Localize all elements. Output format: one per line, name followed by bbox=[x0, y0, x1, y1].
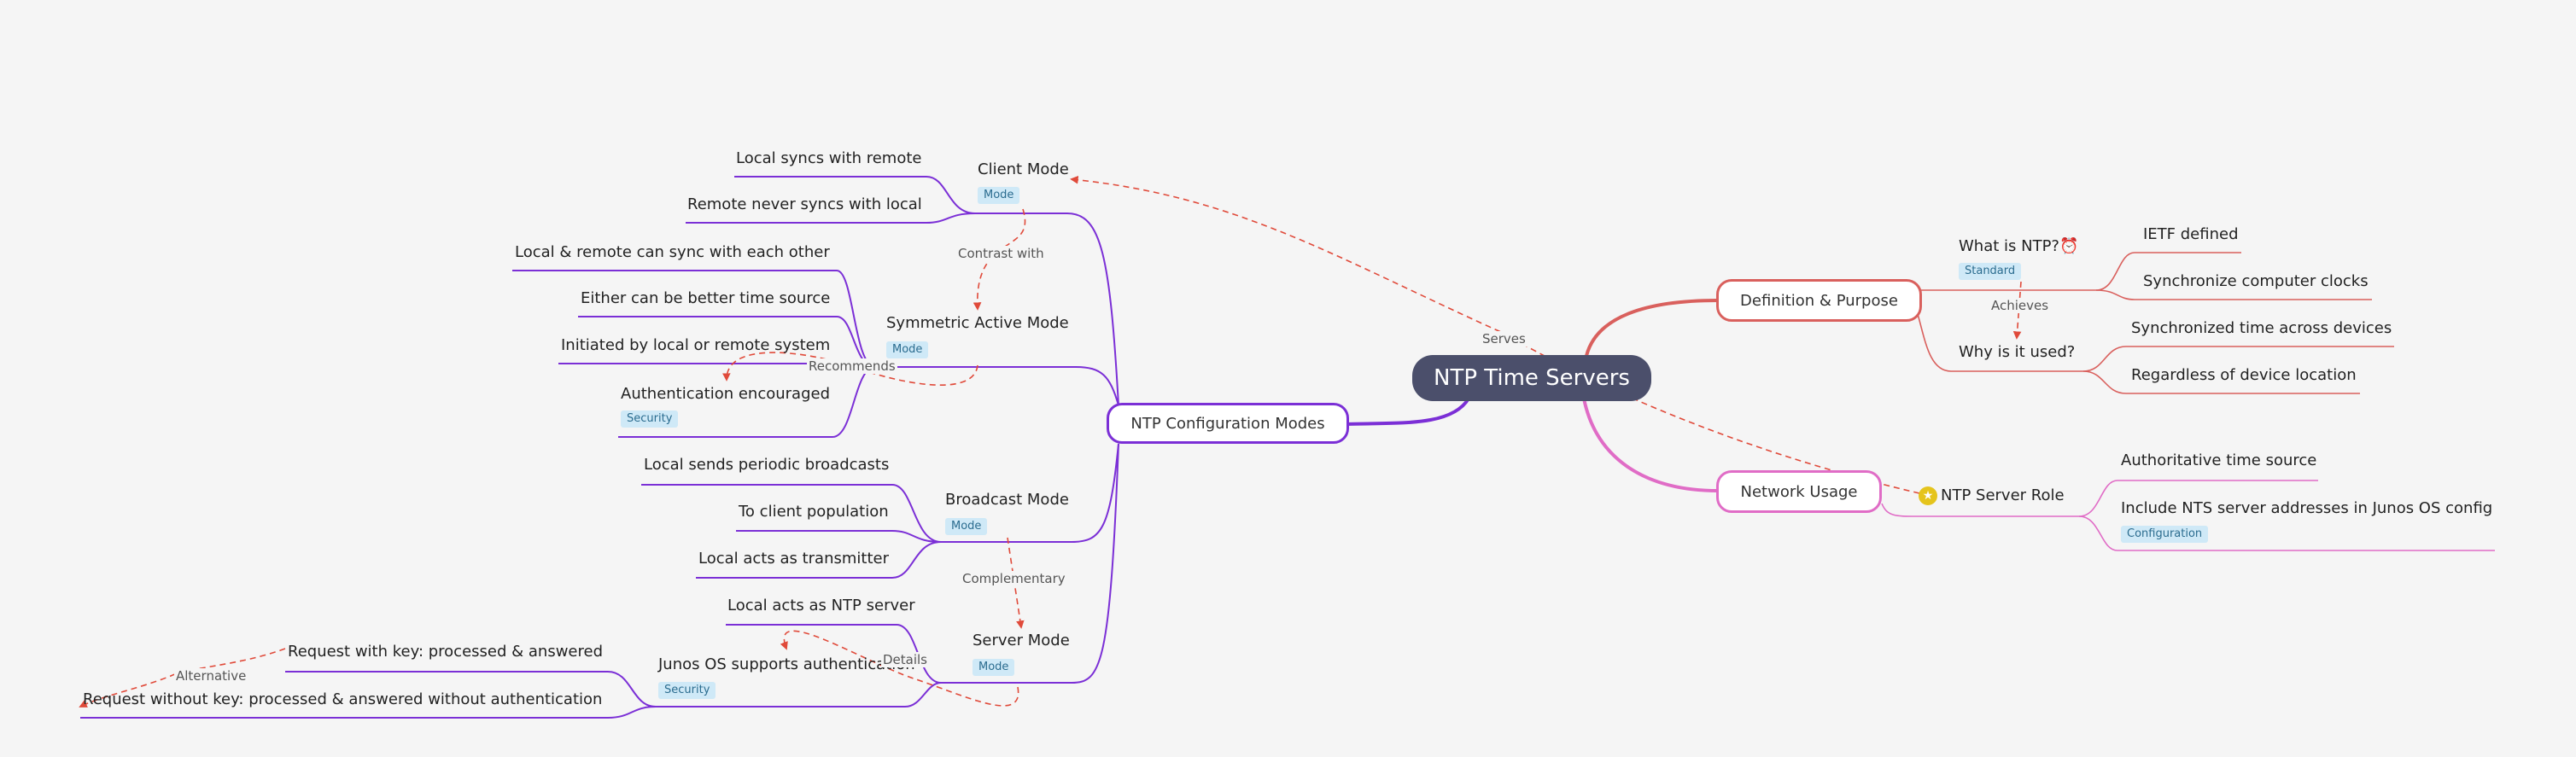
authentication-node[interactable]: Authentication encouraged bbox=[621, 385, 831, 403]
symmetric-child-2[interactable]: Either can be better time source bbox=[581, 289, 831, 307]
network-usage-node[interactable]: Network Usage bbox=[1716, 470, 1882, 513]
relation-alternative: Alternative bbox=[174, 668, 248, 684]
relation-recommends: Recommends bbox=[807, 358, 897, 374]
junos-child-2[interactable]: Request without key: processed & answere… bbox=[83, 690, 603, 708]
what-is-ntp-tag: Standard bbox=[1959, 263, 2022, 280]
symmetric-child-3[interactable]: Initiated by local or remote system bbox=[561, 336, 831, 354]
symmetric-child-1[interactable]: Local & remote can sync with each other bbox=[515, 243, 830, 261]
client-mode-tag: Mode bbox=[978, 187, 1020, 204]
why-child-2[interactable]: Regardless of device location bbox=[2131, 366, 2357, 384]
star-icon: ★ bbox=[1919, 486, 1937, 505]
definition-node[interactable]: Definition & Purpose bbox=[1716, 279, 1922, 322]
authentication-tag: Security bbox=[621, 411, 679, 428]
junos-child-1[interactable]: Request with key: processed & answered bbox=[288, 643, 603, 661]
central-topic[interactable]: NTP Time Servers bbox=[1412, 355, 1651, 401]
broadcast-child-2[interactable]: To client population bbox=[739, 503, 889, 521]
symmetric-mode-node[interactable]: Symmetric Active Mode bbox=[886, 314, 1069, 332]
what-is-ntp-node[interactable]: What is NTP? bbox=[1959, 237, 2059, 255]
client-mode-node[interactable]: Client Mode bbox=[978, 160, 1069, 178]
why-child-1[interactable]: Synchronized time across devices bbox=[2131, 319, 2392, 337]
server-mode-node[interactable]: Server Mode bbox=[973, 632, 1070, 649]
config-modes-node[interactable]: NTP Configuration Modes bbox=[1107, 403, 1349, 444]
synchronize-clocks[interactable]: Synchronize computer clocks bbox=[2143, 272, 2369, 290]
server-role-child-1[interactable]: Authoritative time source bbox=[2121, 451, 2317, 469]
broadcast-child-1[interactable]: Local sends periodic broadcasts bbox=[644, 456, 890, 474]
relation-contrast: Contrast with bbox=[956, 246, 1046, 261]
broadcast-mode-tag: Mode bbox=[945, 518, 988, 535]
client-child-1[interactable]: Local syncs with remote bbox=[736, 149, 922, 167]
relation-serves: Serves bbox=[1481, 331, 1527, 346]
branch-line-network bbox=[1582, 398, 1719, 492]
why-used-node[interactable]: Why is it used? bbox=[1959, 343, 2076, 361]
relation-details: Details bbox=[881, 652, 930, 667]
relation-complementary: Complementary bbox=[961, 571, 1067, 586]
server-mode-tag: Mode bbox=[973, 659, 1015, 676]
alarm-clock-icon: ⏰ bbox=[2059, 237, 2079, 255]
symmetric-mode-tag: Mode bbox=[886, 341, 929, 358]
ietf-defined[interactable]: IETF defined bbox=[2143, 225, 2239, 243]
branch-line-config bbox=[1346, 397, 1470, 426]
ntp-server-role-node[interactable]: NTP Server Role bbox=[1941, 486, 2065, 504]
broadcast-mode-node[interactable]: Broadcast Mode bbox=[945, 491, 1069, 509]
client-child-2[interactable]: Remote never syncs with local bbox=[687, 195, 922, 213]
junos-auth-tag: Security bbox=[658, 682, 716, 699]
server-child-ntp[interactable]: Local acts as NTP server bbox=[727, 597, 915, 614]
relation-achieves: Achieves bbox=[1989, 298, 2051, 313]
server-role-child-2[interactable]: Include NTS server addresses in Junos OS… bbox=[2121, 499, 2493, 517]
branch-line-definition bbox=[1585, 299, 1719, 357]
broadcast-child-3[interactable]: Local acts as transmitter bbox=[698, 550, 889, 568]
junos-auth-node[interactable]: Junos OS supports authentication bbox=[658, 655, 915, 673]
configuration-tag: Configuration bbox=[2121, 526, 2209, 543]
